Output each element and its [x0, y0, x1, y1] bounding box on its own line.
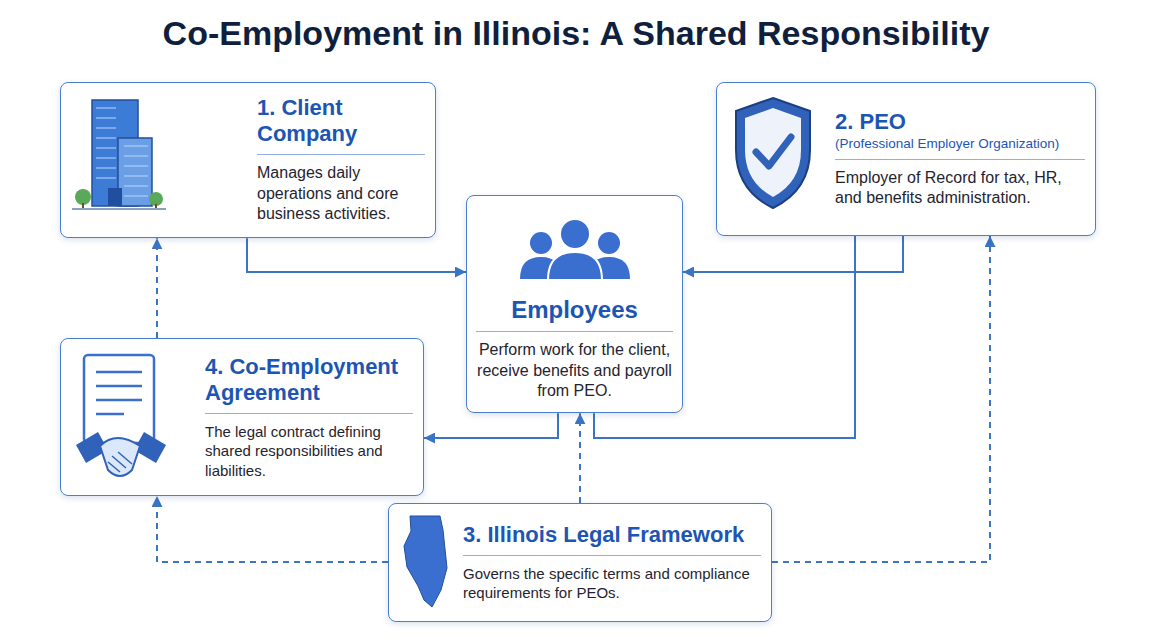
- contract-handshake-icon: [96, 371, 142, 374]
- connector-line: [683, 236, 903, 272]
- building-icon: [96, 138, 116, 139]
- box-heading: Employees: [476, 296, 673, 332]
- contract-handshake-icon: [96, 372, 142, 414]
- box-heading: 2. PEO: [835, 109, 1085, 135]
- people-icon: [560, 219, 590, 249]
- box-heading: 1. Client Company: [257, 95, 425, 155]
- box-heading: 3. Illinois Legal Framework: [463, 522, 761, 555]
- box-text: Governs the specific terms and complianc…: [463, 564, 761, 603]
- building-icon: [108, 188, 122, 206]
- contract-handshake-icon: [96, 413, 124, 416]
- building-icon: [96, 178, 116, 179]
- connector-line: [772, 236, 990, 562]
- box-heading: 4. Co-Employment Agreement: [205, 354, 413, 414]
- contract-handshake-icon: [100, 438, 140, 476]
- building-icon: [149, 192, 163, 206]
- agreement-box: 4. Co-Employment AgreementThe legal cont…: [60, 338, 424, 496]
- box-text: (Professional Employer Organization): [835, 135, 1085, 160]
- connector-line: [157, 496, 388, 562]
- building-icon: [96, 168, 116, 169]
- contract-handshake-icon: [84, 355, 154, 443]
- building-icon: [96, 148, 116, 149]
- illinois-map-icon: [404, 516, 447, 607]
- contract-handshake-icon: [96, 385, 142, 388]
- people-icon: [520, 219, 630, 280]
- building-icon: [96, 108, 148, 196]
- client-box: 1. Client CompanyManages daily operation…: [60, 82, 436, 238]
- box-text: The legal contract defining shared respo…: [205, 422, 413, 481]
- building-icon: [75, 189, 91, 205]
- building-icon: [124, 166, 148, 167]
- shield-icon: [736, 98, 810, 208]
- building-icon: [96, 108, 116, 109]
- box-text: Manages daily operations and core busine…: [257, 163, 425, 225]
- building-icon: [96, 128, 116, 129]
- contract-handshake-icon: [76, 355, 166, 476]
- building-icon: [124, 176, 148, 177]
- building-icon: [124, 146, 148, 147]
- building-icon: [124, 156, 148, 157]
- building-icon: [72, 208, 166, 210]
- contract-handshake-icon: [108, 452, 132, 472]
- box-text: Employer of Record for tax, HR, and bene…: [835, 168, 1085, 210]
- shield-icon: [736, 98, 810, 208]
- people-icon: [548, 252, 602, 280]
- building-icon: [118, 138, 152, 206]
- people-icon: [598, 232, 620, 254]
- shield-icon: [756, 137, 791, 166]
- diagram-title: Co-Employment in Illinois: A Shared Resp…: [0, 14, 1152, 53]
- connector-line: [247, 238, 466, 272]
- box-text: Perform work for the client, receive ben…: [476, 340, 673, 402]
- building-icon: [96, 118, 116, 119]
- connector-line: [579, 413, 581, 503]
- framework-box: 3. Illinois Legal FrameworkGoverns the s…: [388, 503, 772, 622]
- building-icon: [124, 186, 148, 187]
- building-icon: [72, 100, 166, 209]
- illinois-map-icon: [404, 516, 447, 607]
- building-icon: [124, 196, 148, 197]
- employees-box: EmployeesPerform work for the client, re…: [466, 195, 683, 413]
- peo-box: 2. PEO(Professional Employer Organizatio…: [716, 82, 1096, 236]
- contract-handshake-icon: [96, 399, 142, 402]
- connector-line: [156, 238, 158, 338]
- people-icon: [530, 232, 552, 254]
- shield-icon: [745, 108, 801, 197]
- connector-line: [424, 413, 558, 438]
- building-icon: [96, 158, 116, 159]
- connector-line: [594, 236, 855, 438]
